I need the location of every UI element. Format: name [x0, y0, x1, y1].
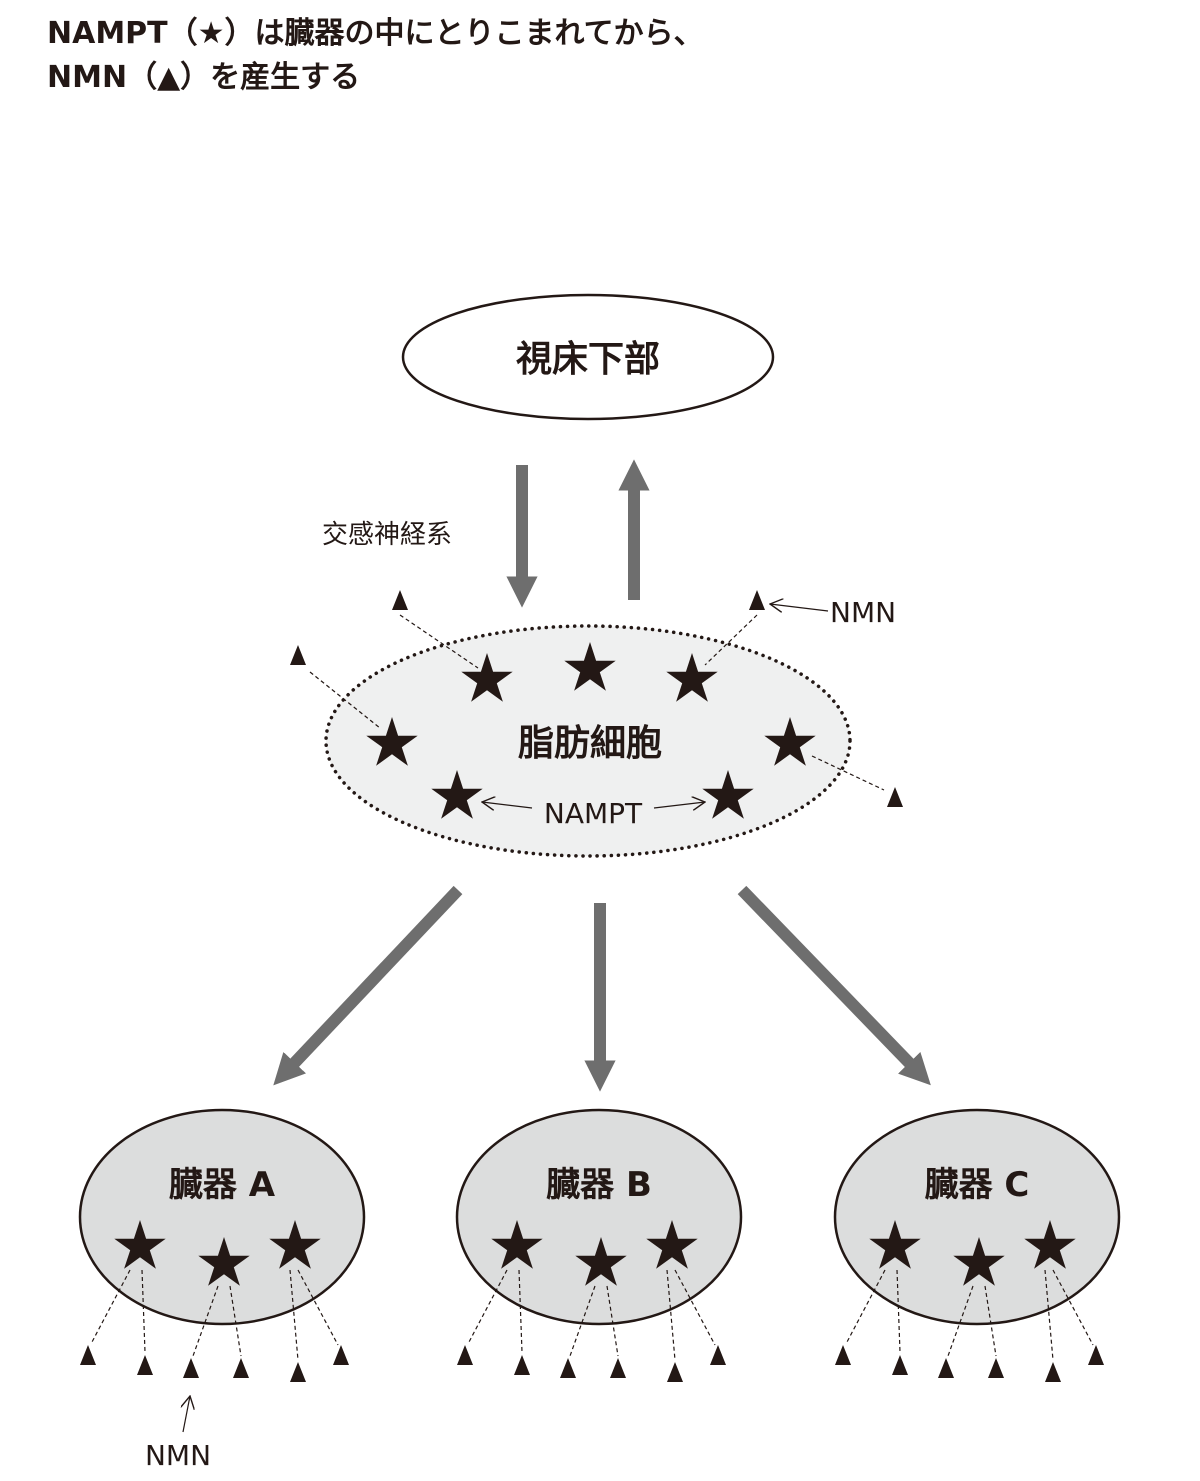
hypothalamus-label: 視床下部	[516, 339, 660, 380]
hypothalamus-ellipse	[401, 293, 775, 421]
organ-ellipse	[78, 1108, 366, 1326]
nmn-triangle-icon	[80, 1345, 96, 1365]
nmn-triangle-icon	[988, 1358, 1004, 1378]
nampt-star-icon	[114, 1220, 166, 1269]
nmn-triangle-icon	[137, 1355, 153, 1375]
adipocyte-label: 脂肪細胞	[518, 723, 662, 764]
secretion-dashed-line	[606, 1285, 619, 1357]
organ-b: 臓器 B	[455, 1108, 743, 1382]
secretion-dashed-line	[297, 1269, 339, 1346]
organ-label: 臓器 B	[546, 1165, 652, 1205]
nmn-triangle-icon	[290, 645, 306, 665]
secretion-dashed-line	[1044, 1269, 1054, 1361]
nmn-label-top: NMN	[830, 596, 896, 629]
secretion-dashed-line	[1052, 1269, 1094, 1346]
secretion-dashed-line	[947, 1285, 974, 1357]
secretion-dashed-line	[984, 1285, 997, 1357]
nmn-pointer-arrow-bottom	[183, 1396, 190, 1433]
secretion-dashed-line	[192, 1285, 219, 1357]
arrow-to-organ-a	[273, 885, 463, 1086]
nmn-triangle-icon	[290, 1362, 306, 1382]
secretion-dashed-line	[569, 1285, 596, 1357]
title-line-2: NMN（▲）を産生する	[47, 60, 361, 95]
nampt-star-icon	[461, 653, 513, 702]
nampt-pointer-arrow-right	[653, 802, 705, 808]
nmn-pointer-arrow-top	[770, 604, 829, 611]
nmn-triangle-icon	[183, 1358, 199, 1378]
nampt-label: NAMPT	[544, 797, 643, 830]
nmn-triangle-icon	[1088, 1345, 1104, 1365]
nmn-triangle-icon	[887, 787, 903, 807]
organ-ellipse	[455, 1108, 743, 1326]
nampt-star-icon	[1024, 1220, 1076, 1269]
nmn-triangle-icon	[233, 1358, 249, 1378]
organ-label: 臓器 C	[925, 1165, 1030, 1205]
nmn-triangle-icon	[667, 1362, 683, 1382]
nampt-star-icon	[646, 1220, 698, 1269]
nmn-triangle-icon	[514, 1355, 530, 1375]
nampt-star-icon	[764, 717, 816, 766]
nampt-star-icon	[564, 642, 616, 691]
organ-ellipse	[833, 1108, 1121, 1326]
secretion-dashed-line	[674, 1269, 716, 1346]
nampt-star-icon	[953, 1237, 1005, 1286]
nampt-star-icon	[702, 770, 754, 819]
nmn-triangle-icon	[710, 1345, 726, 1365]
nmn-triangle-icon	[610, 1358, 626, 1378]
nmn-triangle-icon	[457, 1345, 473, 1365]
nampt-star-icon	[575, 1237, 627, 1286]
title-line-1: NAMPT（★）は臓器の中にとりこまれてから、	[47, 16, 704, 51]
secretion-dashed-line	[399, 614, 479, 669]
nmn-label-bottom: NMN	[145, 1439, 211, 1472]
nampt-star-icon	[869, 1220, 921, 1269]
nampt-star-icon	[666, 653, 718, 702]
nmn-triangle-icon	[1045, 1362, 1061, 1382]
nmn-triangle-icon	[560, 1358, 576, 1378]
nampt-star-icon	[198, 1237, 250, 1286]
secretion-dashed-line	[289, 1269, 299, 1361]
sympathetic-label: 交感神経系	[322, 520, 452, 550]
nampt-pointer-arrow-left	[482, 802, 533, 808]
nmn-triangle-icon	[892, 1355, 908, 1375]
secretion-dashed-line	[666, 1269, 676, 1361]
secretion-dashed-line	[229, 1285, 242, 1357]
nampt-star-icon	[269, 1220, 321, 1269]
nampt-star-icon	[491, 1220, 543, 1269]
nampt-star-icon	[431, 770, 483, 819]
arrow-to-organ-c	[737, 885, 931, 1086]
nmn-triangle-icon	[835, 1345, 851, 1365]
nmn-triangle-icon	[392, 590, 408, 610]
secretion-dashed-line	[309, 671, 381, 729]
nmn-triangle-icon	[333, 1345, 349, 1365]
secretion-dashed-line	[811, 755, 885, 791]
secretion-dashed-line	[704, 614, 758, 666]
organ-a: 臓器 A	[78, 1108, 366, 1382]
nmn-triangle-icon	[749, 590, 765, 610]
organ-c: 臓器 C	[833, 1108, 1121, 1382]
nampt-star-icon	[366, 717, 418, 766]
organ-label: 臓器 A	[169, 1165, 276, 1205]
nmn-triangle-icon	[938, 1358, 954, 1378]
